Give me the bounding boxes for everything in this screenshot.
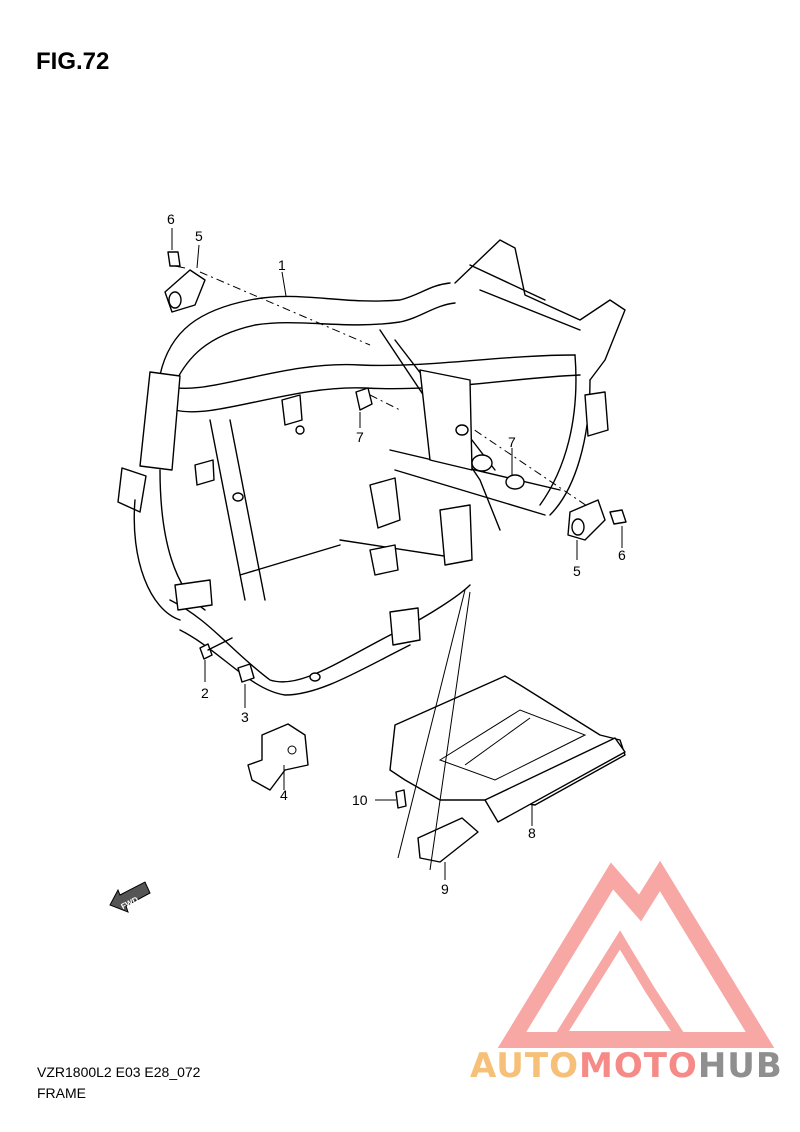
watermark-logo-icon [497,860,775,1048]
mount-bracket-left[interactable] [164,269,206,313]
callout-5-left: 5 [195,228,203,244]
watermark-text: AUTOMOTOHUB [470,1046,783,1086]
frame-bolt[interactable] [199,637,233,660]
engine-mount-bracket[interactable] [247,723,309,791]
callout-3: 3 [241,709,249,725]
main-frame-part[interactable] [117,239,626,696]
callout-2: 2 [201,685,209,701]
callout-7-upper: 7 [356,429,364,445]
callout-4: 4 [280,787,288,803]
bushing-upper[interactable] [355,387,373,411]
mount-bracket-right[interactable] [567,499,606,541]
bolt-right[interactable] [609,509,627,525]
cover-cap[interactable] [417,817,479,863]
cover-screw[interactable] [395,789,407,809]
callout-8: 8 [528,825,536,841]
callout-6-right: 6 [618,547,626,563]
callout-6-left: 6 [167,211,175,227]
forward-arrow-icon: FWD [109,881,151,913]
callout-1: 1 [278,257,286,273]
bolt-left[interactable] [167,251,186,269]
callout-5-right: 5 [573,563,581,579]
callout-9: 9 [441,881,449,897]
frame-nut[interactable] [237,663,255,683]
watermark-auto: AUTO [470,1046,579,1086]
bushing-lower[interactable] [505,474,525,490]
figure-name: FRAME [37,1085,86,1101]
callout-7-lower: 7 [508,434,516,450]
callout-10: 10 [352,792,368,808]
figure-title: FIG.72 [36,48,110,75]
lower-cover[interactable] [389,675,626,823]
watermark-moto: MOTO [578,1046,698,1086]
watermark-hub: HUB [697,1046,783,1086]
figure-code: VZR1800L2 E03 E28_072 [37,1064,201,1080]
